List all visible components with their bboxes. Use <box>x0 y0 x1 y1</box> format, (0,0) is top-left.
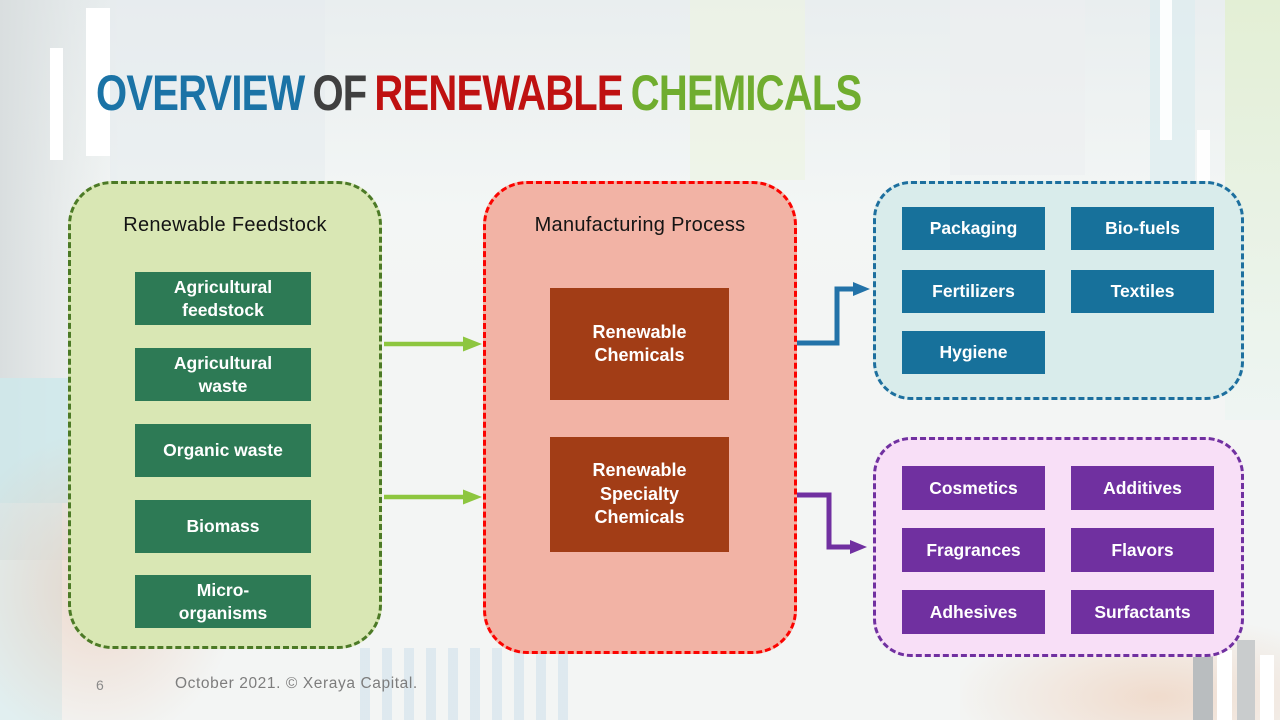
application-box-packaging: Packaging <box>902 207 1045 250</box>
panel-renewable-feedstock: Renewable Feedstock Agricultural feedsto… <box>68 181 382 649</box>
application-box-hygiene: Hygiene <box>902 331 1045 374</box>
manufacturing-box-renewable-chemicals: Renewable Chemicals <box>550 288 729 400</box>
panel-specialty-applications: Cosmetics Additives Fragrances Flavors A… <box>873 437 1244 657</box>
box-label: Cosmetics <box>929 477 1018 498</box>
title-word-overview: OVERVIEW <box>96 65 305 121</box>
page-number: 6 <box>96 677 104 693</box>
box-label: Renewable Specialty Chemicals <box>592 460 687 528</box>
feedstock-box-biomass: Biomass <box>135 500 311 553</box>
box-label: Bio-fuels <box>1105 218 1180 239</box>
application-box-fertilizers: Fertilizers <box>902 270 1045 313</box>
application-box-additives: Additives <box>1071 466 1214 510</box>
title-word-renewable: RENEWABLE <box>374 65 623 121</box>
panel-industrial-applications: Packaging Bio-fuels Fertilizers Textiles… <box>873 181 1244 400</box>
title-word-of: OF <box>312 65 367 121</box>
manufacturing-box-renewable-specialty-chemicals: Renewable Specialty Chemicals <box>550 437 729 552</box>
background-white-bar <box>1160 0 1172 140</box>
box-label: Flavors <box>1111 539 1174 560</box>
feedstock-box-organic-waste: Organic waste <box>135 424 311 477</box>
application-box-fragrances: Fragrances <box>902 528 1045 572</box>
box-label: Surfactants <box>1094 601 1191 622</box>
box-label: Fertilizers <box>932 281 1015 302</box>
application-box-textiles: Textiles <box>1071 270 1214 313</box>
background-gray-bar <box>1237 640 1255 720</box>
panel-title-feedstock: Renewable Feedstock <box>123 214 327 236</box>
application-box-bio-fuels: Bio-fuels <box>1071 207 1214 250</box>
application-box-surfactants: Surfactants <box>1071 590 1214 634</box>
box-label: Fragrances <box>926 539 1021 560</box>
box-label: Organic waste <box>163 440 283 461</box>
background-strip <box>0 503 62 720</box>
application-box-flavors: Flavors <box>1071 528 1214 572</box>
box-label: Textiles <box>1110 281 1175 302</box>
background-strip <box>950 0 1085 175</box>
title-word-chemicals: CHEMICALS <box>630 65 862 121</box>
box-label: Adhesives <box>929 601 1018 622</box>
box-label: Packaging <box>929 218 1018 239</box>
box-label: Renewable Chemicals <box>592 321 687 365</box>
box-label: Hygiene <box>939 342 1008 363</box>
panel-manufacturing-process: Manufacturing Process Renewable Chemical… <box>483 181 797 654</box>
feedstock-box-micro-organisms: Micro-organisms <box>135 575 311 628</box>
footer-credit: October 2021. © Xeraya Capital. <box>175 675 418 692</box>
background-gray-bar <box>1260 655 1274 720</box>
box-label: Additives <box>1103 477 1182 498</box>
background-white-bar <box>50 48 63 160</box>
box-label: Biomass <box>186 516 260 537</box>
background-gray-bar <box>1217 650 1232 720</box>
box-label: Micro-organisms <box>178 579 268 623</box>
panel-title-manufacturing: Manufacturing Process <box>534 214 746 236</box>
application-box-cosmetics: Cosmetics <box>902 466 1045 510</box>
application-box-adhesives: Adhesives <box>902 590 1045 634</box>
box-label: Agricultural waste <box>173 352 273 396</box>
box-label: Agricultural feedstock <box>173 276 273 320</box>
feedstock-box-agricultural-waste: Agricultural waste <box>135 348 311 401</box>
feedstock-box-agricultural-feedstock: Agricultural feedstock <box>135 272 311 325</box>
